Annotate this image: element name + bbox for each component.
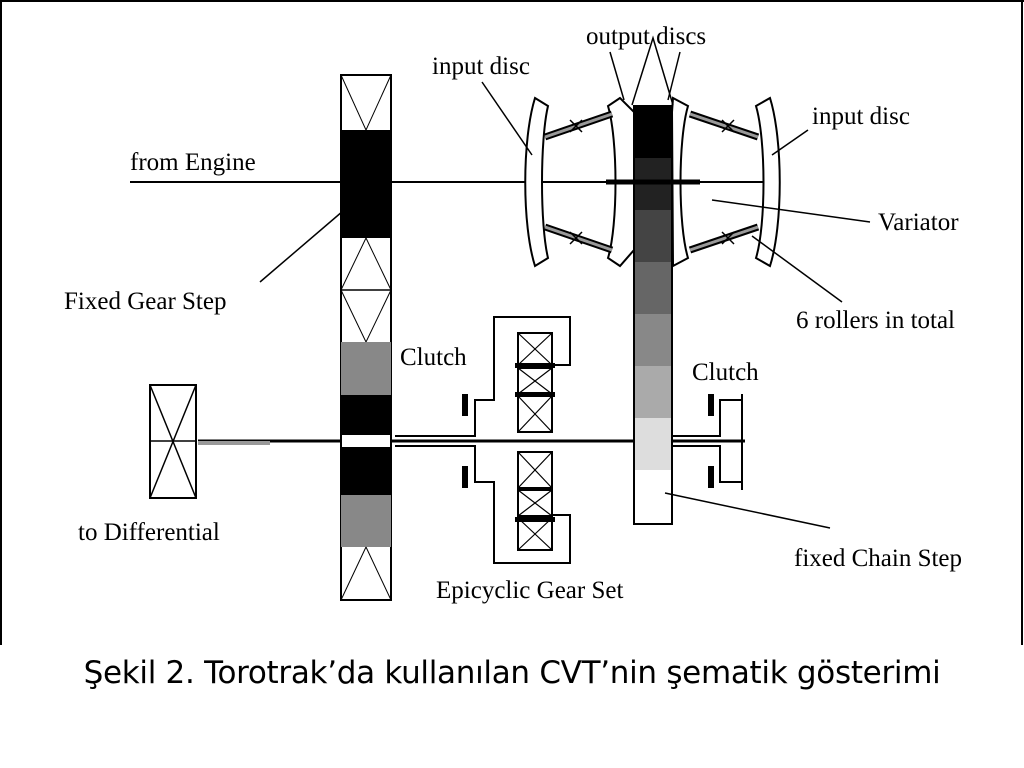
label-variator: Variator bbox=[878, 209, 959, 236]
label-to-differential: to Differential bbox=[78, 519, 220, 546]
leader-lines bbox=[259, 51, 871, 529]
label-output-discs: output discs bbox=[586, 23, 706, 50]
label-input-disc-right: input disc bbox=[812, 103, 910, 130]
left-input-disc bbox=[524, 96, 550, 268]
variator-rollers bbox=[543, 110, 760, 254]
left-clutch bbox=[395, 316, 571, 564]
right-input-disc bbox=[754, 96, 781, 268]
label-clutch-right: Clutch bbox=[692, 359, 759, 386]
label-epicyclic-gear-set: Epicyclic Gear Set bbox=[436, 577, 623, 604]
label-from-engine: from Engine bbox=[130, 149, 256, 176]
label-clutch-left: Clutch bbox=[400, 344, 467, 371]
label-rollers: 6 rollers in total bbox=[796, 307, 955, 334]
epicyclic-gear-set bbox=[515, 332, 555, 551]
label-input-disc-left: input disc bbox=[432, 53, 530, 80]
label-fixed-chain-step: fixed Chain Step bbox=[794, 545, 962, 572]
label-fixed-gear-step: Fixed Gear Step bbox=[64, 288, 226, 315]
fixed-gear-step-column bbox=[340, 74, 392, 601]
figure-caption: Şekil 2. Torotrak’da kullanılan CVT’nin … bbox=[83, 655, 941, 691]
fixed-chain-step-column bbox=[606, 105, 700, 525]
right-clutch bbox=[672, 394, 743, 490]
differential-box bbox=[149, 384, 197, 499]
